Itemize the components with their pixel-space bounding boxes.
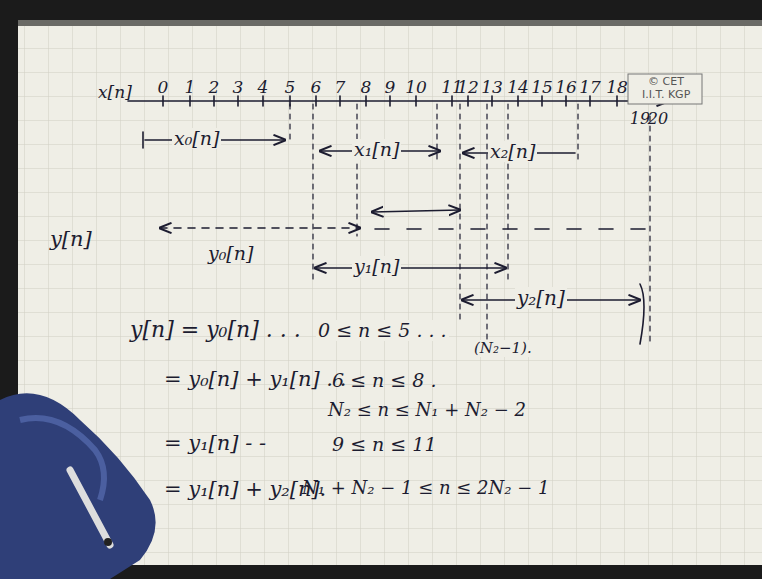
condition: 9 ≤ n ≤ 11 [330,434,439,455]
condition: (N₂−1). [472,340,534,357]
tick-number: 1 [183,78,198,97]
axis-tick [541,96,543,106]
signal-label: y₂[n] [515,287,567,309]
tick-number: 18 [604,78,630,97]
axis-label: x[n] [96,83,134,102]
tick-number: 13 [479,78,505,97]
condition: N₂ ≤ n ≤ N₁ + N₂ − 2 [326,400,528,420]
paper-edge [18,20,762,26]
axis-tick [389,96,391,106]
signal-label: x₂[n] [488,141,537,162]
tick-number: 20 [646,110,670,128]
tick-number: 5 [283,78,298,97]
equation: = y₀[n] + y₁[n] . . [162,368,348,391]
axis-tick [491,96,493,106]
signal-label: y₀[n] [206,243,255,264]
condition: N₁ + N₂ − 1 ≤ n ≤ 2N₂ − 1 [300,478,551,498]
signal-label: y₁[n] [352,256,401,277]
axis-tick [339,96,341,106]
tick-number: 9 [383,78,398,97]
axis-tick [415,96,417,106]
tick-number: 2 [207,78,222,97]
equation: = y₁[n] - - [162,432,268,455]
condition: 0 ≤ n ≤ 5 . . . [316,320,449,341]
tick-number: 3 [231,78,246,97]
tick-number: 4 [256,78,271,97]
tick-number: 17 [577,78,603,97]
watermark: I.I.T. KGP [640,89,692,101]
tick-number: 8 [359,78,374,97]
signal-label: y[n] [48,228,94,251]
condition: 6 ≤ n ≤ 8 . [330,370,439,391]
axis-tick [189,96,191,106]
axis-tick [565,96,567,106]
ink-lines [128,96,668,346]
axis-tick [365,96,367,106]
tick-number: 7 [333,78,348,97]
tick-number: 0 [156,78,171,97]
axis-tick [315,96,317,106]
tick-number: 6 [309,78,324,97]
axis-tick [262,96,264,106]
axis-tick [162,96,164,106]
tick-number: 14 [505,78,531,97]
equation: y[n] = y₀[n] . . . [128,318,303,342]
watermark-box [628,74,702,104]
hand [0,393,156,579]
axis-tick [589,96,591,106]
axis-tick [213,96,215,106]
tick-number: 16 [553,78,579,97]
tick-number: 15 [529,78,555,97]
axis-tick [451,96,453,106]
axis-tick [517,96,519,106]
signal-label: x₁[n] [352,139,401,160]
axis-tick [616,96,618,106]
axis-tick [467,96,469,106]
tick-number: 10 [403,78,429,97]
watermark: © CET [646,76,686,88]
tick-number: 12 [455,78,481,97]
signal-label: x₀[n] [172,128,221,149]
axis-tick [237,96,239,106]
